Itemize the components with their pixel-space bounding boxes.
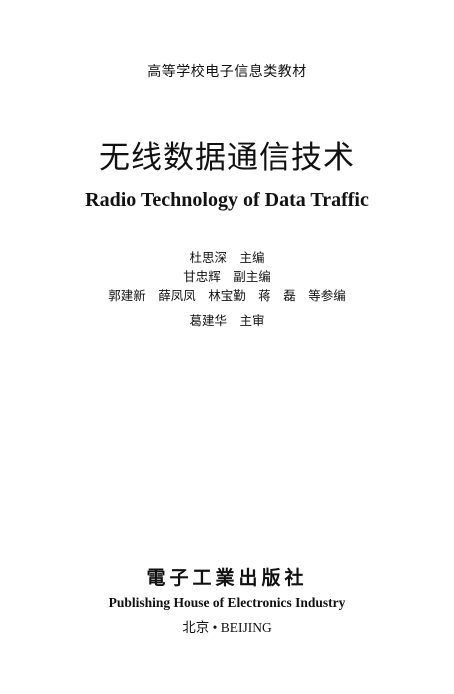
contributing-editors: 郭建新 薛凤凤 林宝勤 蒋 磊 等参编 bbox=[108, 288, 346, 303]
publisher-city: 北京 • BEIJING bbox=[182, 620, 272, 635]
chief-reviewer: 葛建华 主审 bbox=[189, 313, 265, 328]
series-name: 高等学校电子信息类教材 bbox=[147, 64, 307, 80]
publisher-name-english: Publishing House of Electronics Industry bbox=[108, 595, 346, 610]
editor-in-chief: 杜思深 主编 bbox=[189, 250, 265, 265]
associate-editor: 甘忠辉 副主编 bbox=[183, 269, 271, 284]
book-title-chinese: 无线数据通信技术 bbox=[99, 140, 355, 176]
publisher-logo-text: 電子工業出版社 bbox=[146, 567, 308, 589]
book-title-english: Radio Technology of Data Traffic bbox=[85, 189, 369, 211]
